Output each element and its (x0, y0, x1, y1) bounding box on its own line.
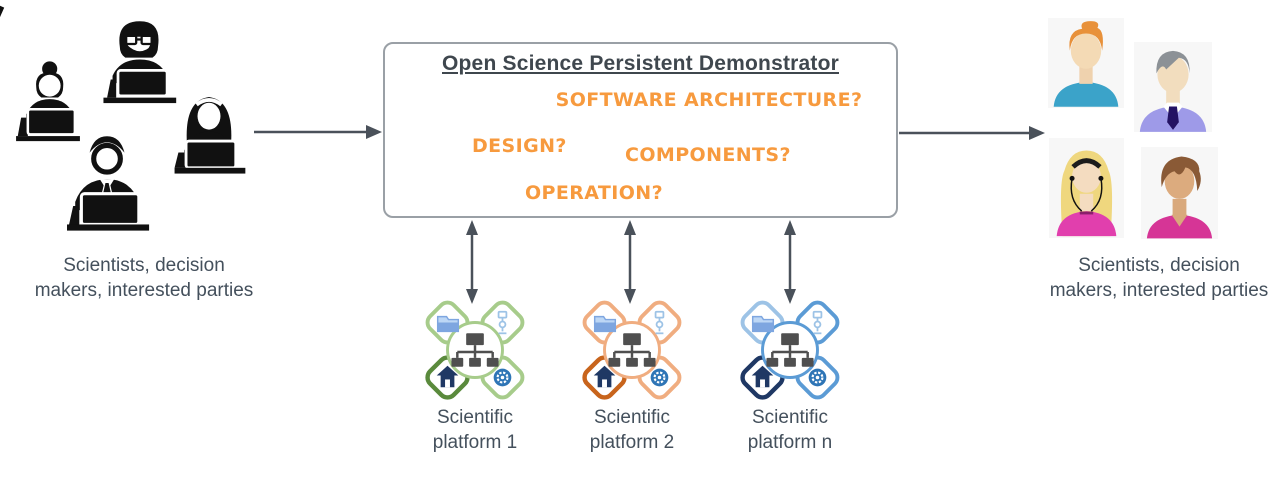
folder-icon (436, 315, 460, 333)
arrow-box-platform-n (784, 220, 796, 304)
avatar-man-gray-hair-tie (1134, 42, 1212, 132)
demonstrator-title: Open Science Persistent Demonstrator (442, 52, 839, 75)
workflow-icon (497, 310, 508, 335)
arrow-box-platform-1 (466, 220, 478, 304)
hierarchy-icon (766, 333, 814, 367)
home-icon (751, 365, 774, 388)
globe-gear-icon (493, 368, 512, 387)
question-components: COMPONENTS? (625, 144, 791, 166)
avatar-woman-brown-hair (1141, 147, 1218, 239)
scientific-platform-n-icon (740, 300, 840, 400)
demonstrator-box: Open Science Persistent Demonstrator SOF… (383, 42, 898, 218)
hierarchy-icon (608, 333, 656, 367)
arrow-left-to-box (254, 125, 382, 139)
globe-gear-icon (808, 368, 827, 387)
cropped-silhouette-fragment (0, 4, 5, 50)
folder-icon (593, 315, 617, 333)
man-with-tie-at-laptop-icon (67, 136, 150, 231)
question-design: DESIGN? (472, 135, 567, 157)
avatar-man-orange-hair (1048, 18, 1124, 108)
scientific-platform-1-icon (425, 300, 525, 400)
globe-gear-icon (650, 368, 669, 387)
left-group-label: Scientists, decision makers, interested … (34, 255, 254, 302)
hierarchy-icon (451, 333, 499, 367)
arrow-box-platform-2 (624, 220, 636, 304)
platform-1-label: Scientific platform 1 (432, 407, 518, 453)
question-operation: OPERATION? (525, 182, 664, 204)
avatar-woman-blonde-headphones (1049, 138, 1124, 238)
right-group-label: Scientists, decision makers, interested … (1049, 255, 1269, 302)
home-icon (436, 365, 459, 388)
arrow-box-to-right (899, 126, 1045, 140)
question-software-architecture: SOFTWARE ARCHITECTURE? (555, 89, 863, 111)
workflow-icon (812, 310, 823, 335)
platform-n-label: Scientific platform n (747, 407, 833, 453)
workflow-icon (654, 310, 665, 335)
platform-2-label: Scientific platform 2 (589, 407, 675, 453)
man-with-glasses-at-laptop-icon (103, 21, 177, 104)
woman-with-bun-at-laptop-icon (16, 61, 80, 142)
folder-icon (751, 315, 775, 333)
woman-with-headband-at-laptop-icon (174, 97, 246, 174)
scientific-platform-2-icon (582, 300, 682, 400)
home-icon (593, 365, 616, 388)
